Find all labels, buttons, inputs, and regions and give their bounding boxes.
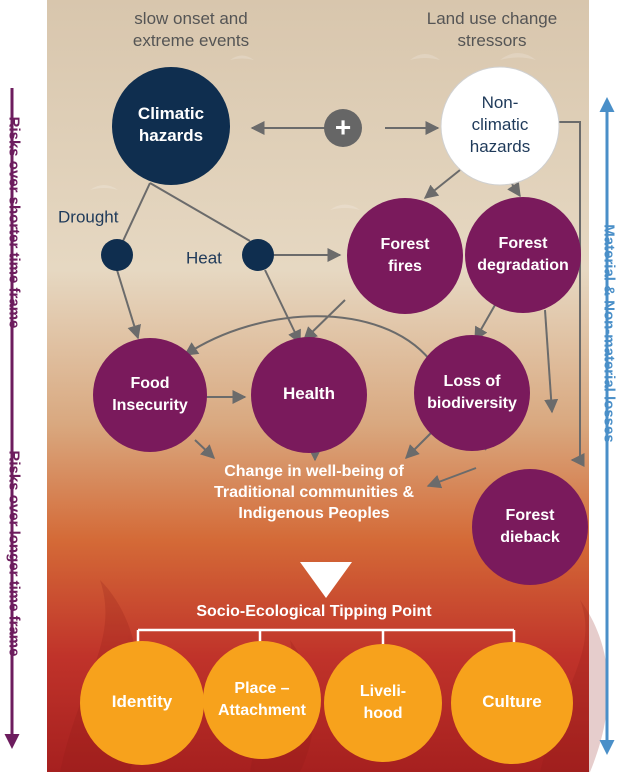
land-use-label: Land use change stressors bbox=[427, 9, 557, 50]
node-health: Health bbox=[251, 337, 367, 453]
svg-text:Culture: Culture bbox=[482, 692, 542, 711]
drought-to-food-arrow bbox=[116, 269, 141, 340]
node-loss-of-biodiversity: Loss of biodiversity bbox=[414, 335, 530, 451]
text-line: Indigenous Peoples bbox=[238, 505, 389, 522]
text-line: dieback bbox=[500, 529, 560, 546]
text-line: Forest bbox=[499, 235, 549, 252]
node-non-climatic-hazards: Non-climatic hazards bbox=[440, 66, 560, 186]
text-line: hazards bbox=[470, 137, 530, 156]
text-line: Culture bbox=[482, 692, 542, 711]
text-line: Health bbox=[283, 384, 335, 403]
text-line: Land use change bbox=[427, 9, 557, 28]
text-line: stressors bbox=[458, 31, 527, 50]
node-forest-dieback: Forest dieback bbox=[472, 469, 588, 585]
text-line: Place – bbox=[234, 680, 289, 697]
outcome-identity: Identity bbox=[80, 641, 204, 765]
right-axis-label: Material & Non-material losses bbox=[600, 224, 618, 443]
plus-label: + bbox=[335, 111, 351, 142]
nonclimatic-to-fires-arrow bbox=[423, 169, 461, 199]
outcome-livelihood: Liveli-hood bbox=[324, 644, 442, 762]
outcome-place-attachment: Place – Attachment bbox=[203, 641, 321, 759]
heat-dot bbox=[242, 239, 274, 271]
text-line: hazards bbox=[139, 126, 203, 145]
plus-icon bbox=[324, 109, 362, 147]
node-climatic-hazards: Climatic hazards bbox=[112, 67, 230, 185]
climatic-to-drought-line bbox=[122, 182, 151, 242]
text-line: extreme events bbox=[133, 31, 249, 50]
text-line: Attachment bbox=[218, 702, 307, 719]
text-line: climatic bbox=[472, 115, 529, 134]
text-line: Climatic bbox=[138, 104, 204, 123]
down-triangle bbox=[300, 562, 352, 598]
left-axis-bottom-label: Risks over longer time frame bbox=[5, 450, 23, 657]
text-line: Forest bbox=[381, 236, 431, 253]
left-axis-top-label: Risks over shorter time frame bbox=[5, 116, 23, 329]
text-line: biodiversity bbox=[427, 395, 517, 412]
text-line: Change in well-being of bbox=[224, 463, 404, 480]
text-line: slow onset and bbox=[134, 9, 247, 28]
heat-to-health-arrow bbox=[264, 269, 301, 345]
text-line: Identity bbox=[112, 692, 173, 711]
text-line: hood bbox=[363, 705, 402, 722]
tipping-point-label: Socio-Ecological Tipping Point bbox=[196, 603, 432, 620]
dieback-to-wellbeing-arrow bbox=[426, 467, 477, 489]
svg-text:Health: Health bbox=[283, 384, 335, 403]
wellbeing-text: Change in well-being of Traditional commu… bbox=[214, 463, 414, 522]
svg-text:Identity: Identity bbox=[112, 692, 173, 711]
nonclimatic-to-dieback-arrow bbox=[558, 121, 585, 467]
text-line: Non- bbox=[482, 93, 519, 112]
node-forest-fires: Forest fires bbox=[347, 198, 463, 314]
fires-to-health-arrow bbox=[302, 299, 346, 341]
decorative-birds bbox=[90, 53, 536, 210]
biodiversity-to-wellbeing-arrow bbox=[405, 431, 433, 459]
svg-text:Place –Attachment: Place – Attachment bbox=[218, 680, 307, 719]
text-line: Traditional communities & bbox=[214, 484, 414, 501]
outcome-culture: Culture bbox=[451, 642, 573, 764]
drought-dot bbox=[101, 239, 133, 271]
text-line: Loss of bbox=[444, 373, 502, 390]
biodiversity-to-food-arrow bbox=[183, 315, 431, 361]
text-line: Insecurity bbox=[112, 397, 188, 414]
climatic-to-heat-line bbox=[149, 182, 251, 242]
text-line: degradation bbox=[477, 257, 569, 274]
food-to-wellbeing-arrow bbox=[194, 439, 216, 459]
heat-label: Heat bbox=[186, 248, 222, 267]
svg-text:Liveli-hood: Liveli-hood bbox=[360, 683, 406, 722]
degradation-to-biodiversity-arrow bbox=[474, 304, 496, 342]
text-line: Liveli- bbox=[360, 683, 406, 700]
degradation-to-dieback-arrow bbox=[544, 309, 559, 414]
text-line: Forest bbox=[506, 507, 556, 524]
text-line: fires bbox=[388, 258, 422, 275]
text-line: Food bbox=[130, 375, 169, 392]
node-forest-degradation: Forest degradation bbox=[465, 197, 581, 313]
slow-onset-label: slow onset and extreme events bbox=[133, 9, 249, 50]
drought-label: Drought bbox=[58, 207, 119, 226]
